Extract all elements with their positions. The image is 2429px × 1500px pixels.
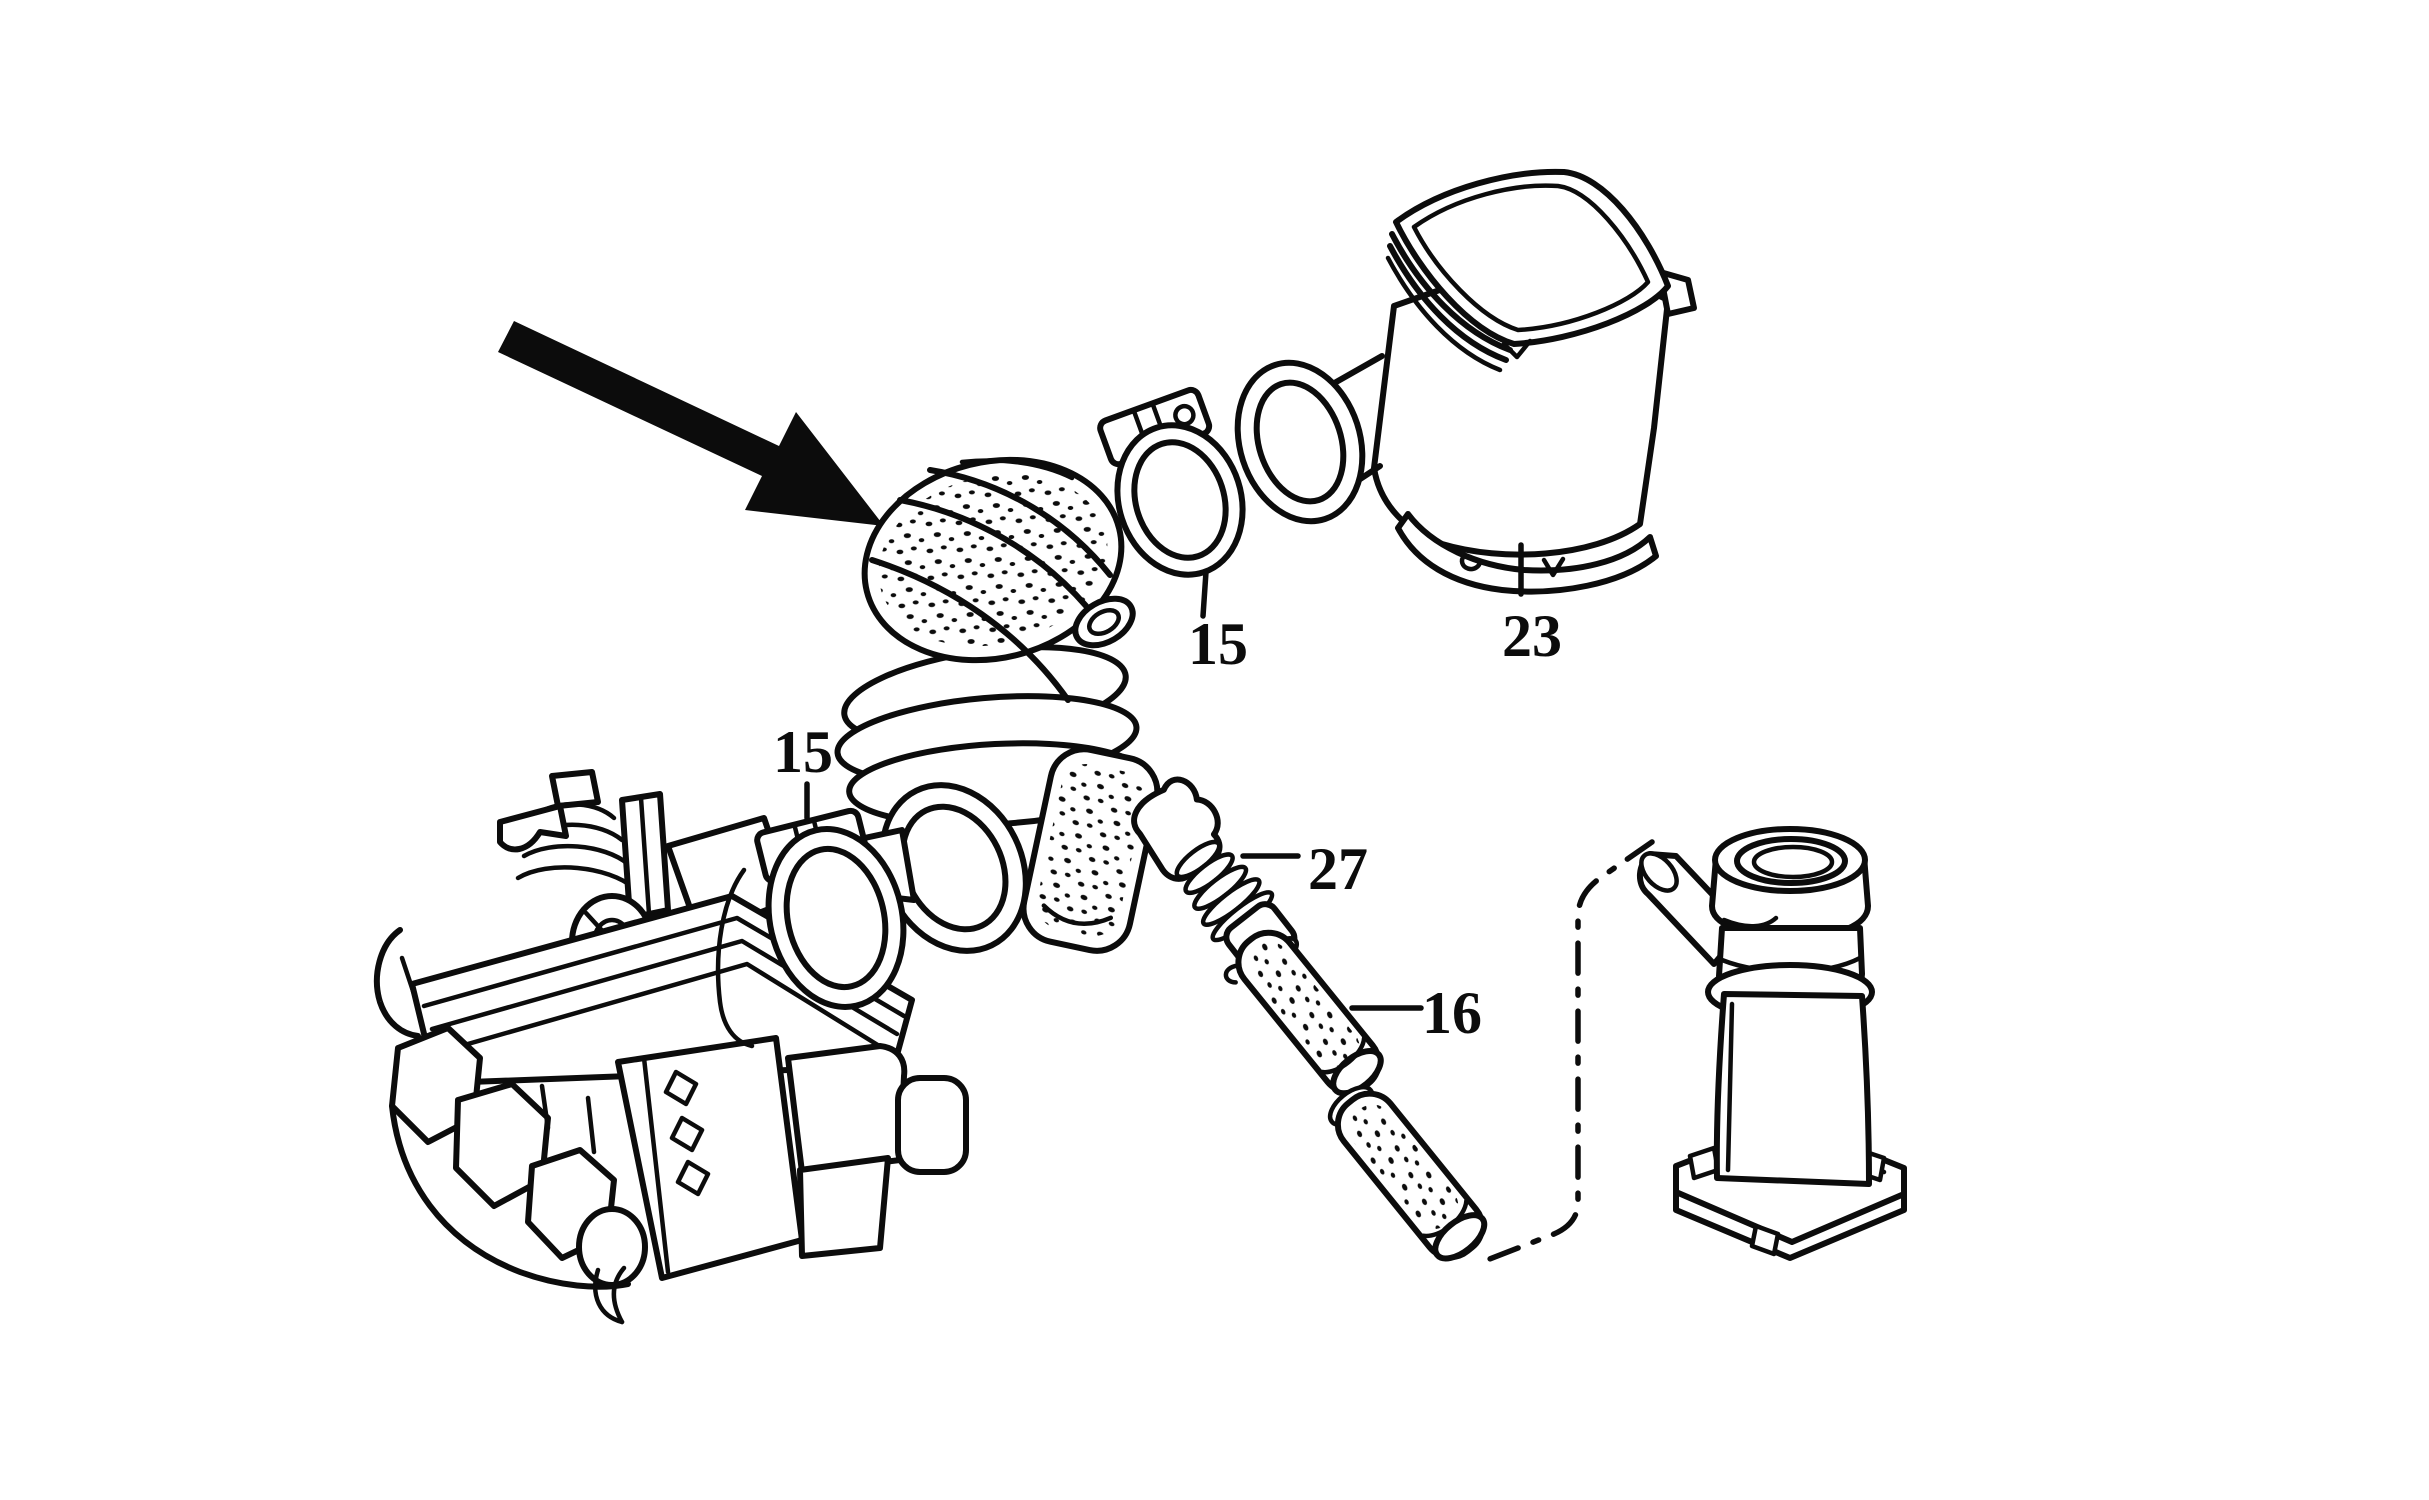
lip-squiggle-v	[1541, 556, 1566, 578]
flange-tab-left	[1687, 1145, 1721, 1181]
breather-hose-16-lower	[1327, 1084, 1488, 1262]
upright-bracket-line	[638, 795, 652, 917]
assembly-centerline	[1479, 839, 1655, 1265]
hose-clamp-upper	[1097, 386, 1246, 578]
screw-head	[1173, 403, 1196, 427]
leader-15-upper	[1200, 569, 1209, 619]
right-bump-upper	[785, 1043, 908, 1175]
label-15-upper: 15	[1188, 611, 1248, 677]
flange-tab-bottom	[1749, 1223, 1781, 1257]
lid-stack-line-3	[1385, 255, 1503, 373]
collar-inner	[1253, 379, 1347, 505]
dome-strap-4	[959, 458, 1075, 481]
hose-clamp-lower	[715, 807, 907, 1049]
stub-open-end	[1639, 851, 1679, 893]
port-inner	[1087, 607, 1121, 637]
bottom-hook-1	[593, 1267, 625, 1325]
duct-body-edge	[1725, 1001, 1735, 1173]
rightmost-tab	[895, 1075, 969, 1175]
intake-boot	[834, 456, 1161, 954]
clamp-band-inner	[783, 845, 889, 991]
dangle-line-1	[539, 1083, 551, 1131]
inlet-collar	[1234, 359, 1366, 525]
arrow-shape	[498, 321, 884, 526]
label-16: 16	[1422, 980, 1482, 1046]
slab-ridge-3	[437, 961, 892, 1055]
callout-15-lower: 15	[773, 719, 833, 821]
callout-16: 16	[1349, 980, 1482, 1046]
block-hole-1	[663, 1069, 699, 1107]
callout-15-upper: 15	[1188, 569, 1248, 677]
label-23: 23	[1502, 603, 1562, 669]
highlight-arrow-icon	[498, 321, 884, 526]
idle-valve-rib-4	[515, 865, 637, 891]
flange-lower-band	[1673, 1189, 1907, 1261]
callout-23: 23	[1502, 542, 1562, 669]
clamp-band-inner	[1131, 439, 1229, 561]
idle-valve-rib-3	[521, 843, 631, 867]
right-block-edge	[641, 1055, 671, 1275]
housing-bottom-lip	[1395, 511, 1659, 595]
lid-stack-line-1	[1389, 231, 1513, 353]
hose-end-arc	[1420, 1198, 1469, 1239]
block-hole-2	[669, 1115, 705, 1153]
bottom-hook-2	[611, 1265, 627, 1325]
air-cleaner-housing	[1234, 168, 1697, 595]
leg-stipple	[1036, 763, 1145, 937]
damper-hook	[1223, 963, 1240, 985]
label-27: 27	[1308, 836, 1368, 902]
boot-outlet-mouth	[879, 782, 1029, 954]
clamp-wire	[715, 867, 755, 1049]
hose-stipple	[1348, 1104, 1459, 1230]
breather-hose-16-upper	[1235, 929, 1384, 1097]
idle-valve-cap	[549, 769, 601, 809]
label-15-lower: 15	[773, 719, 833, 785]
callouts: 15 23 15 27 16	[773, 542, 1562, 1046]
lid-fold-notch	[1501, 338, 1533, 360]
runner-bulge-4	[576, 1206, 648, 1288]
intake-duct	[1637, 826, 1907, 1261]
dome-strap-3	[927, 467, 1113, 578]
lid-stack-line-2	[1387, 243, 1509, 363]
dome-strap-1	[897, 497, 1108, 633]
hose-stipple	[1247, 942, 1360, 1071]
right-bump-lower	[797, 1155, 891, 1259]
duct-body	[1713, 991, 1872, 1187]
left-end-cap	[374, 927, 421, 1039]
block-hole-3	[675, 1159, 711, 1197]
left-end-slot	[399, 955, 419, 1003]
duct-mouth-inner	[1751, 844, 1835, 880]
boot-lower-leg	[1020, 746, 1161, 954]
filter-inner-line	[1411, 183, 1651, 333]
boot-breather-port	[1072, 595, 1136, 649]
callout-27: 27	[1240, 836, 1368, 902]
runner-under-curve	[389, 1103, 631, 1290]
lip-squiggle-c	[1459, 553, 1483, 572]
dome-strap-2	[869, 557, 1071, 703]
dangle-line-2	[585, 1095, 597, 1155]
left-flag-bracket	[497, 803, 569, 853]
filter-element-lid	[1393, 168, 1671, 347]
